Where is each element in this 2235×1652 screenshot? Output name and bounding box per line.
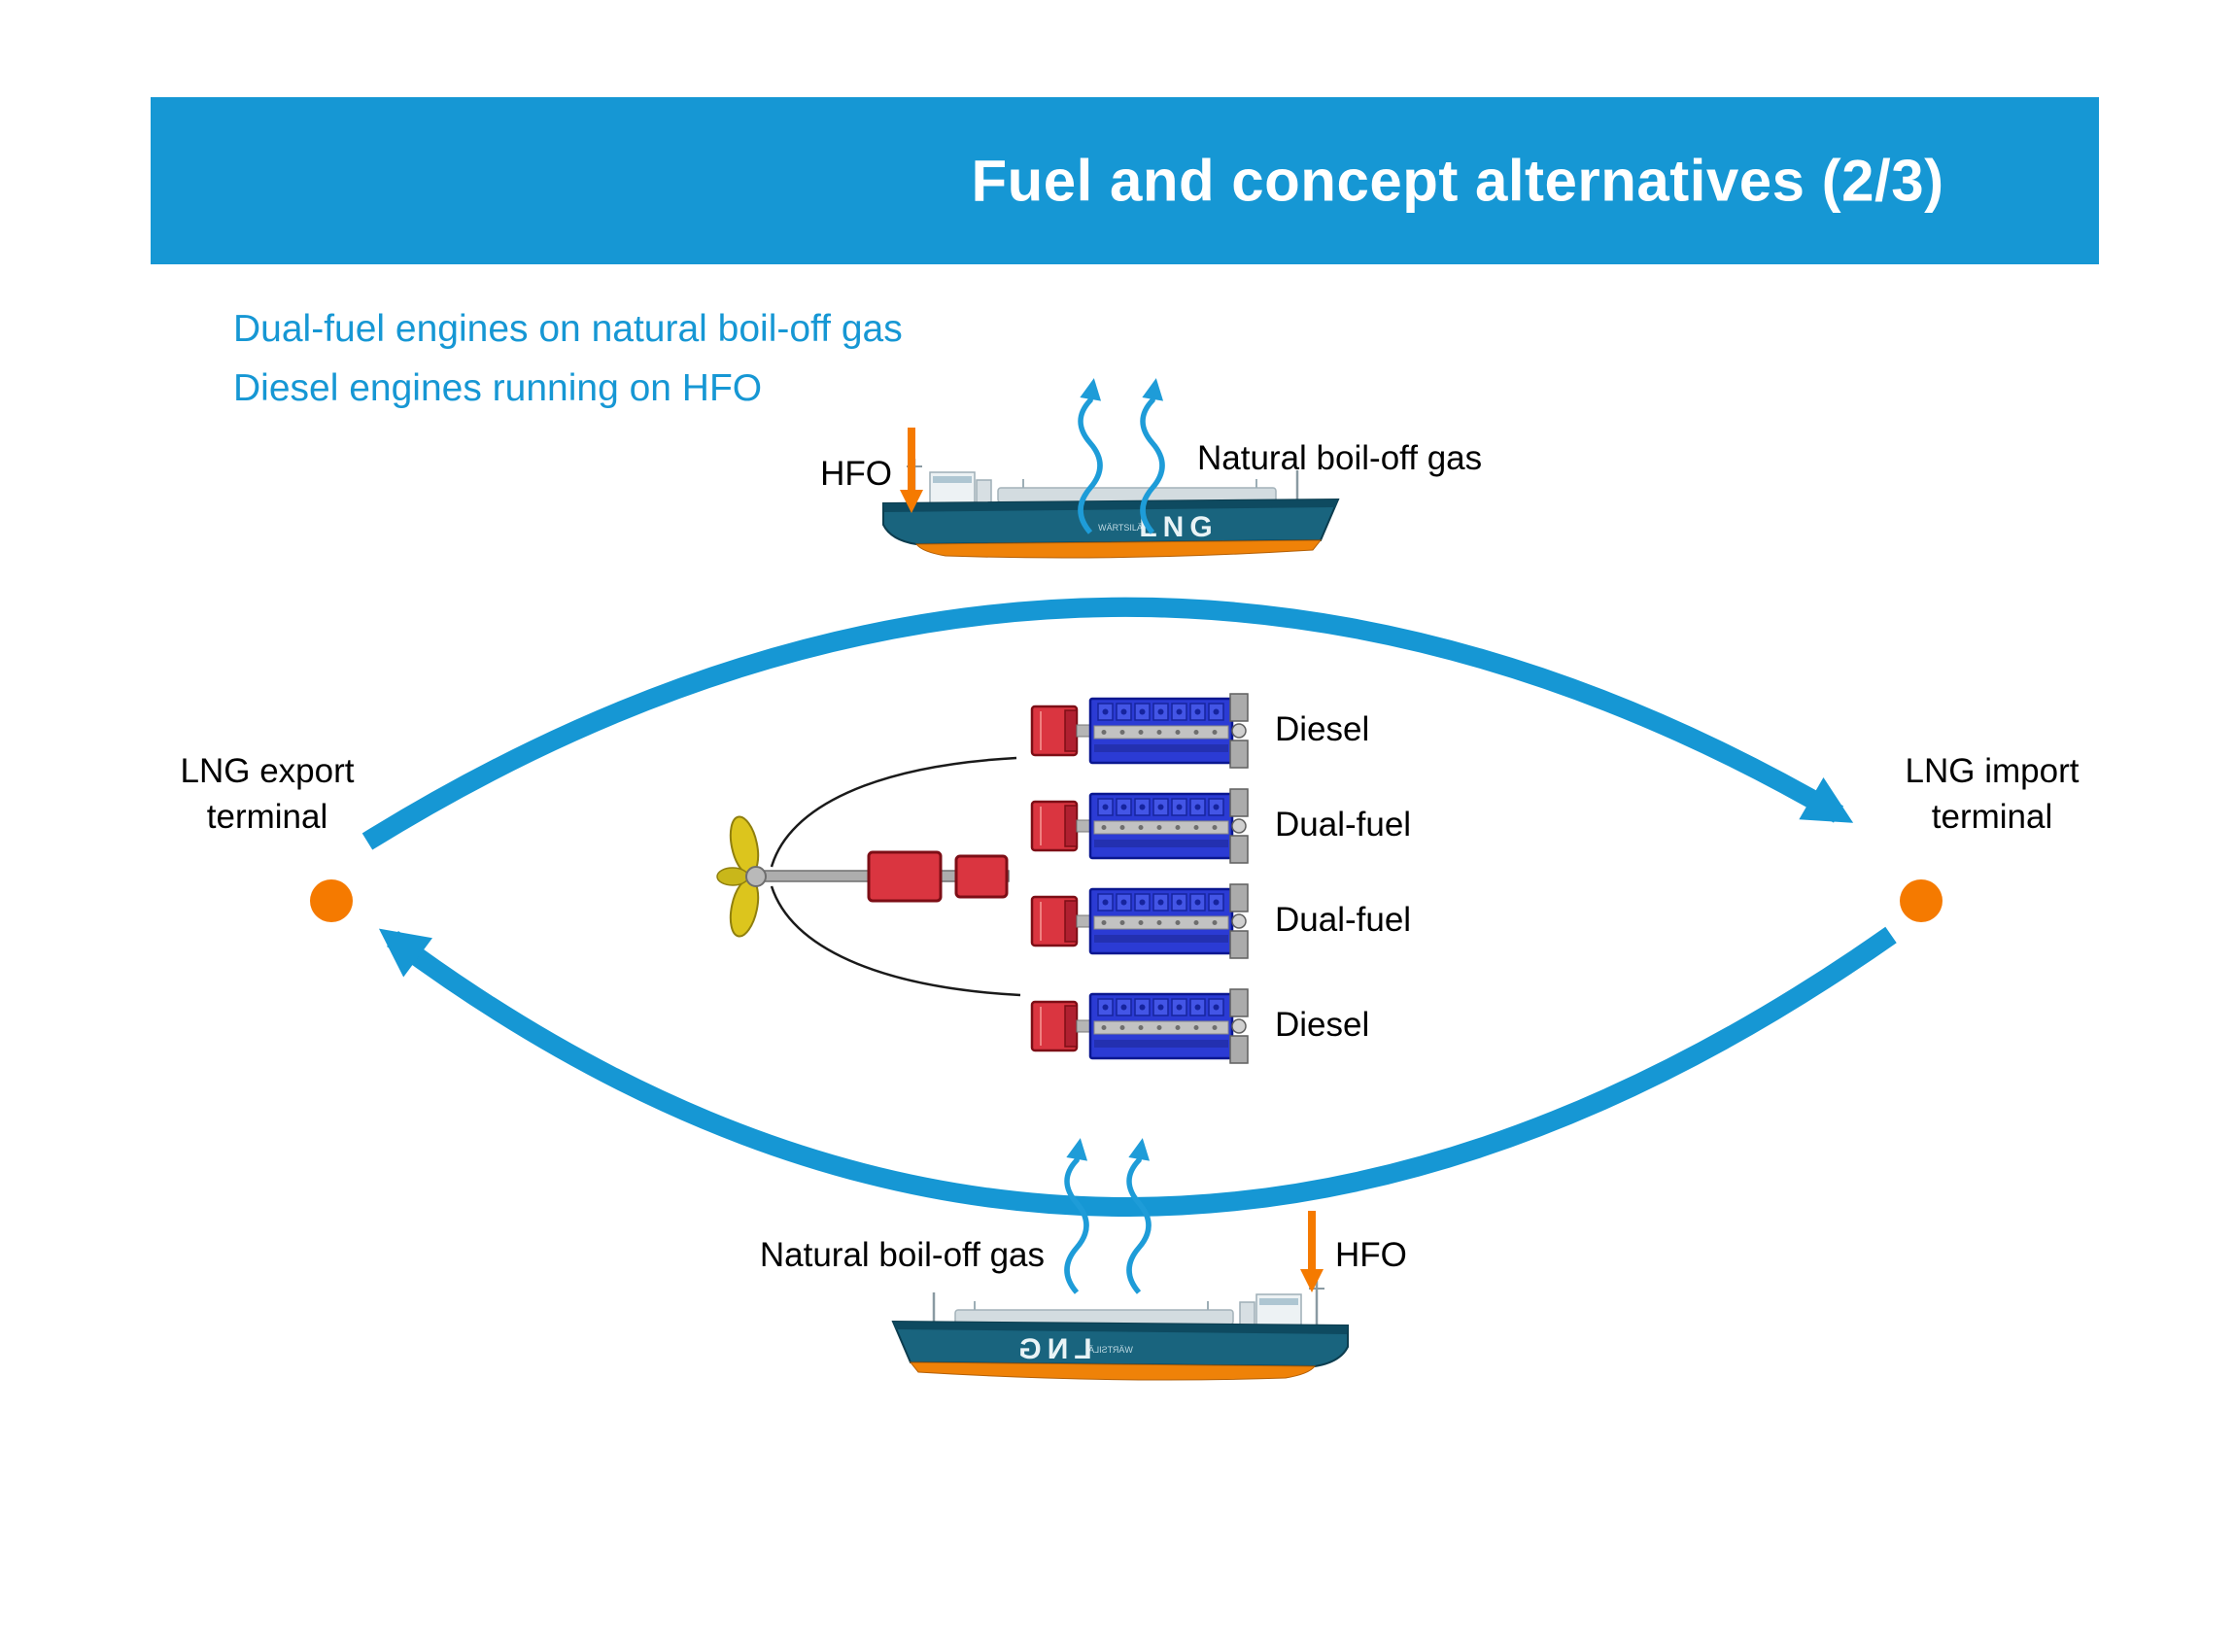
engine-diagram-1 [1030,692,1250,770]
boil-off-gas-arrow [1140,378,1165,534]
subtitle: Dual-fuel engines on natural boil-off ga… [233,299,903,418]
engine-to-gear-link-top [770,756,1017,868]
subtitle-line-1: Dual-fuel engines on natural boil-off ga… [233,308,903,350]
hfo-label-bottom: HFO [1335,1236,1407,1274]
engine-diagram-2 [1030,787,1250,865]
boil-off-gas-arrow [1064,1138,1089,1294]
propeller-hub [745,866,767,887]
natural-boil-off-gas-label-top: Natural boil-off gas [1197,439,1483,477]
subtitle-line-2: Diesel engines running on HFO [233,367,763,409]
natural-boil-off-gas-label-bottom: Natural boil-off gas [759,1236,1045,1274]
gearbox-block [867,850,943,903]
route-arrow-export-to-import [361,597,1854,850]
lng-export-terminal-label: LNG export terminal [146,748,389,840]
engine-label-1: Diesel [1275,710,1370,748]
export-terminal-dot [310,879,353,922]
engine-diagram-3 [1030,882,1250,960]
boil-off-gas-arrow [1126,1138,1152,1294]
engine-label-3: Dual-fuel [1275,901,1412,939]
export-terminal-line-2: terminal [206,798,328,836]
import-terminal-dot [1900,879,1943,922]
bottom-ship [891,1279,1350,1382]
engine-label-2: Dual-fuel [1275,806,1412,843]
slide-header: Fuel and concept alternatives (2/3) [151,97,2099,264]
engine-label-4: Diesel [1275,1006,1370,1044]
hfo-label-top: HFO [820,455,892,493]
engine-to-gear-link-bottom [770,885,1021,997]
lng-import-terminal-label: LNG import terminal [1871,748,2114,840]
propeller-spinner [716,867,749,886]
slide-title: Fuel and concept alternatives (2/3) [971,148,1944,214]
engine-diagram-4 [1030,987,1250,1065]
propulsion-train [716,756,1021,997]
route-arrow-import-to-export [378,926,1897,1217]
boil-off-gas-arrow [1078,378,1103,534]
clutch-block [954,854,1009,899]
import-terminal-line-1: LNG import [1905,752,2080,790]
export-terminal-line-1: LNG export [180,752,355,790]
import-terminal-line-2: terminal [1931,798,2053,836]
